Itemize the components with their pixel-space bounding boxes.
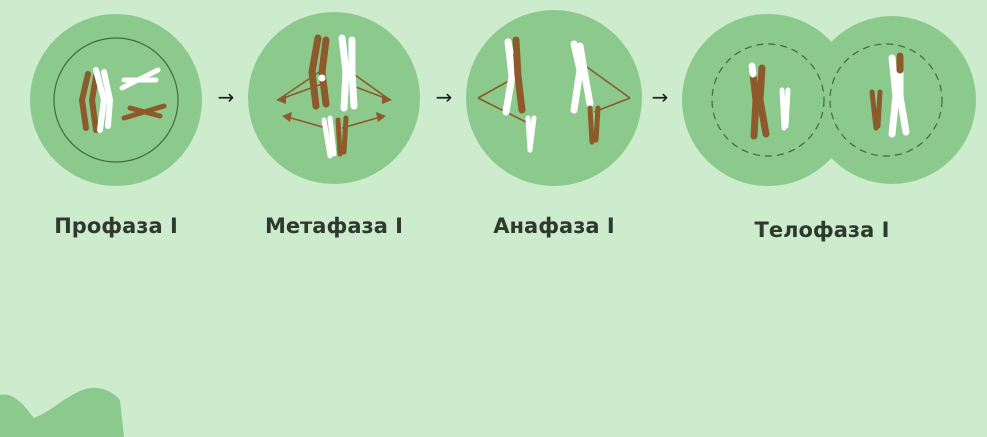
stage-label-metaphase: Метафаза I <box>265 214 403 238</box>
stage-arrow-2: → <box>436 85 453 109</box>
telophase-cells <box>682 14 976 186</box>
stage-label-telophase: Телофаза I <box>755 218 890 242</box>
stage-arrow-3: → <box>652 85 669 109</box>
stage-label-prophase: Профаза I <box>54 214 178 238</box>
prophase-cell <box>30 14 202 186</box>
metaphase-cell <box>248 12 420 184</box>
stage-arrow-1: → <box>218 85 235 109</box>
decorative-blob <box>0 388 124 437</box>
stage-label-anaphase: Анафаза I <box>493 214 614 238</box>
anaphase-cell <box>466 10 642 186</box>
